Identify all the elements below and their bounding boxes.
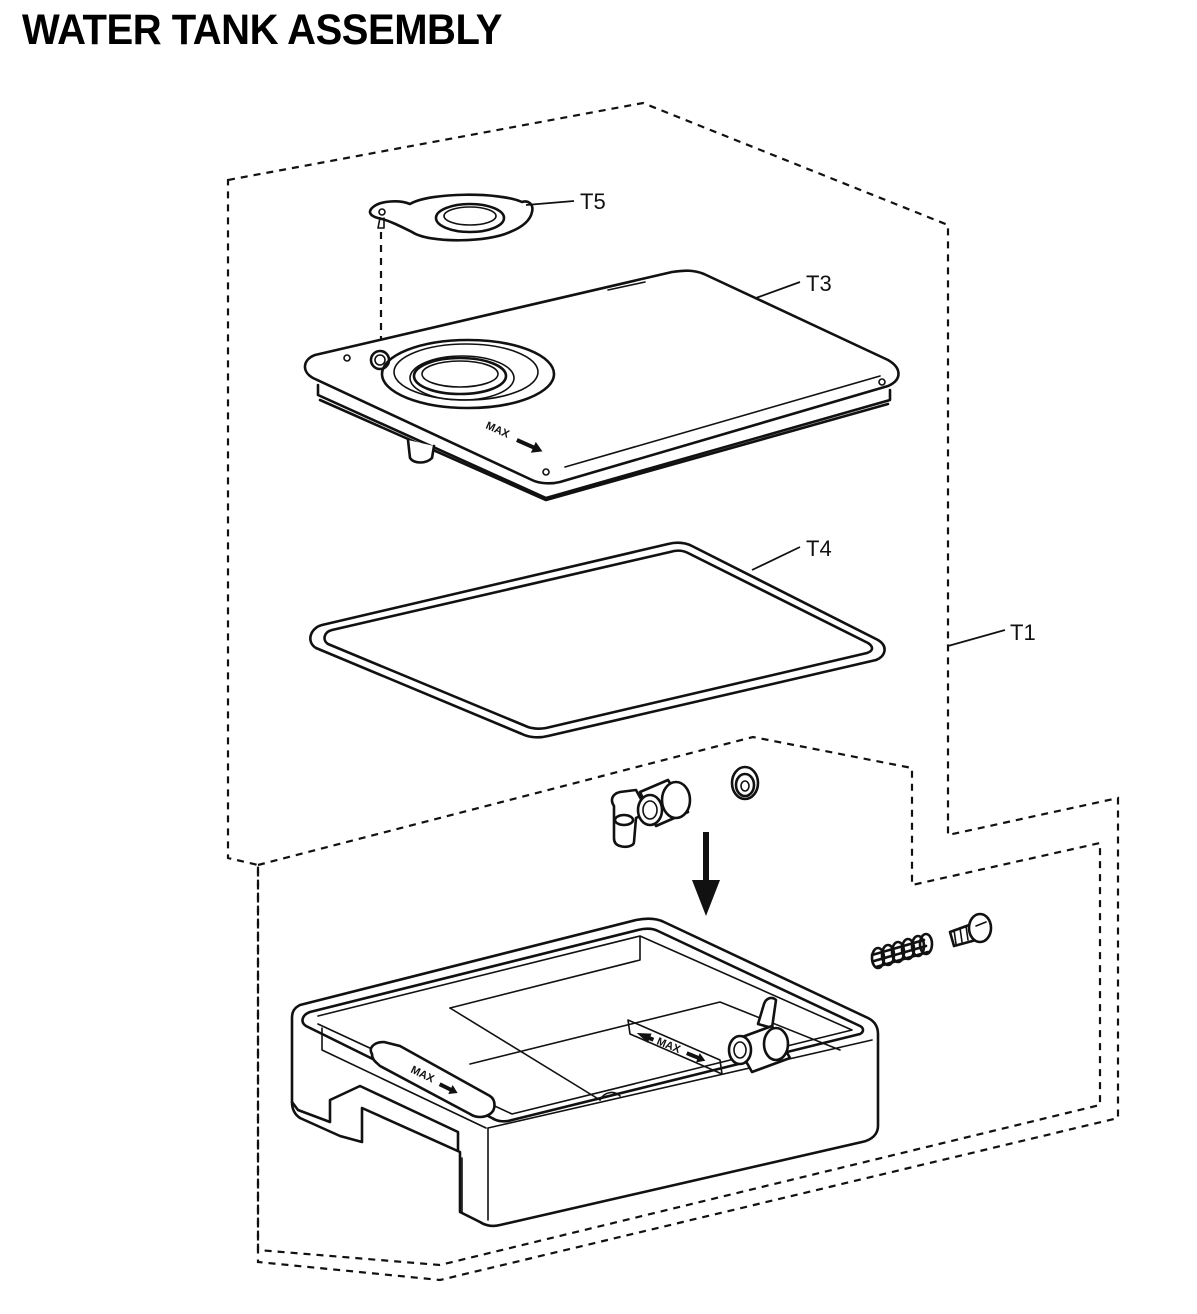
- t4-leader-line: [751, 546, 801, 571]
- t1-callout: T1: [1010, 620, 1036, 645]
- t1-outer-boundary: [226, 101, 1120, 1282]
- t3-callout: T3: [806, 271, 832, 296]
- grommet-part: [730, 765, 760, 801]
- water-tank-body: MAX MAX: [290, 917, 880, 1228]
- diagram-title: WATER TANK ASSEMBLY: [22, 6, 502, 54]
- t1-leader-line: [947, 629, 1006, 647]
- t5-cap-part: [368, 193, 534, 242]
- t5-callout: T5: [580, 189, 606, 214]
- tank-subassembly-boundary: [256, 735, 1102, 1267]
- lid-max-arrow: [516, 438, 543, 453]
- elbow-fitting-part: [610, 778, 692, 849]
- tank-floor-max-arrow: [438, 1082, 458, 1094]
- spring-part: [870, 932, 934, 970]
- down-arrow-icon: [692, 832, 720, 916]
- t3-lid-part: MAX: [303, 269, 900, 502]
- t4-callout: T4: [806, 536, 832, 561]
- t3-leader-line: [755, 281, 801, 299]
- tank-wall-max-arrow-left: [636, 1032, 655, 1043]
- t4-gasket-part: [309, 541, 886, 739]
- tank-wall-max-arrow-right: [686, 1051, 706, 1063]
- screw-part: [948, 912, 993, 948]
- t5-leader-line: [525, 200, 575, 206]
